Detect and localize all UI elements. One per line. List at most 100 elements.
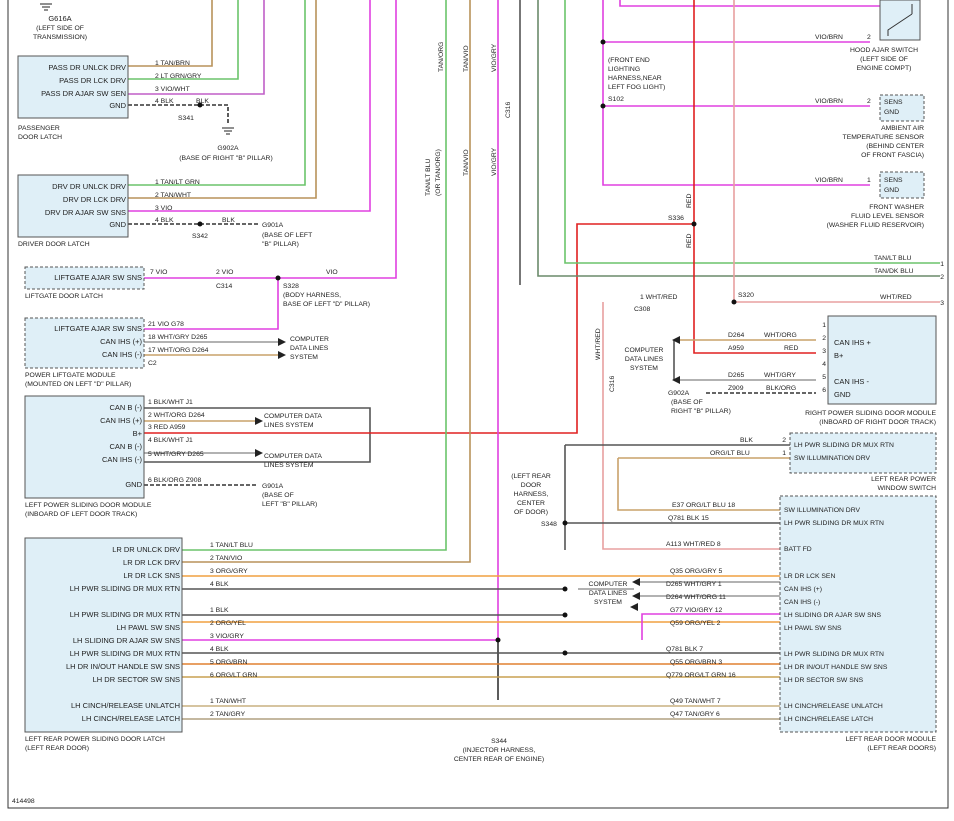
- component-title: (LEFT REAR DOORS): [867, 745, 936, 752]
- connector-label: C2: [148, 360, 157, 367]
- ground-icon: [40, 3, 234, 135]
- wire-vio-g78: [144, 278, 279, 330]
- power-liftgate-module: [24, 317, 145, 369]
- harness-label: DOOR: [521, 482, 541, 489]
- system-label: SYSTEM: [594, 599, 622, 606]
- wire-can-l: [634, 581, 780, 597]
- wire-label: Q59 ORG/YEL 2: [670, 620, 721, 627]
- system-label: DATA LINES: [625, 356, 664, 363]
- wire-label: 1 TAN/LT BLU: [210, 542, 253, 549]
- wire-tan-ltgrn: [128, 0, 306, 186]
- pin-label: CAN IHS (-): [784, 599, 820, 606]
- pin-label: LH CINCH/RELEASE LATCH: [784, 716, 873, 723]
- left-power-sliding-door-module: [24, 395, 145, 499]
- ground-label: G901A: [262, 483, 284, 490]
- wire-label: 6 BLK/ORG Z908: [148, 477, 201, 484]
- harness-label: LEFT FOG LIGHT): [608, 84, 665, 91]
- wire-label: WHT/GRY: [764, 372, 796, 379]
- wire-label: 1 TAN/BRN: [155, 60, 190, 67]
- pin-label: 1: [867, 177, 871, 184]
- wire-ltgrn-gry: [128, 0, 239, 80]
- pin-label: LH PAWL SW SNS: [117, 623, 180, 632]
- wire-label: VIO/GRY: [491, 147, 498, 176]
- component-title: HOOD AJAR SWITCH: [850, 47, 918, 54]
- wire-label: WHT/RED: [880, 294, 912, 301]
- ambient-air-temperature-sensor: [879, 94, 925, 122]
- pin-label: 2: [867, 34, 871, 41]
- wire-label: 2 TAN/GRY: [210, 711, 246, 718]
- ground-loc: LEFT "B" PILLAR): [262, 501, 317, 508]
- wire-label: 4 BLK: [155, 217, 174, 224]
- system-label: DATA LINES: [589, 590, 628, 597]
- pin-label: 1: [822, 322, 826, 329]
- pin-label: LIFTGATE AJAR SW SNS: [54, 273, 142, 282]
- wire-label: WHT/RED: [595, 328, 602, 360]
- pin-label: LH PWR SLIDING DR MUX RTN: [70, 584, 180, 593]
- wire-label: Q49 TAN/WHT 7: [670, 698, 721, 705]
- wire-label: 5 WHT/GRY D265: [148, 451, 204, 458]
- pin-label: SW ILLUMINATION DRV: [794, 455, 870, 462]
- component-title: FRONT WASHER: [869, 204, 924, 211]
- wire-label: 4 BLK/WHT J1: [148, 437, 193, 444]
- pin-label: 2: [867, 98, 871, 105]
- ground-loc: RIGHT "B" PILLAR): [671, 408, 731, 415]
- component-title: (LEFT REAR DOOR): [25, 745, 89, 752]
- wire-label: (OR TAN/ORG): [435, 149, 442, 196]
- wire-label: TAN/VIO: [463, 149, 470, 176]
- pin-label: LH DR SECTOR SW SNS: [93, 675, 180, 684]
- wire-label: TAN/VIO: [463, 45, 470, 72]
- left-rear-door-module: [779, 495, 937, 733]
- system-label: DATA LINES: [290, 345, 329, 352]
- ground-label: G902A: [217, 145, 239, 152]
- pin-label: LR DR LCK DRV: [123, 558, 180, 567]
- pin-label: GND: [884, 109, 899, 116]
- pin-label: CAN B (-): [110, 403, 143, 412]
- wire-label: VIO: [326, 269, 338, 276]
- pin-label: LH DR SECTOR SW SNS: [784, 677, 864, 684]
- pin-label: PASS DR LCK DRV: [59, 76, 126, 85]
- splice-loc: CENTER REAR OF ENGINE): [454, 756, 544, 763]
- wire-label: E37 ORG/LT BLU 18: [672, 502, 735, 509]
- splice-label: S320: [738, 292, 754, 299]
- component-title: (WASHER FLUID RESERVOIR): [827, 222, 924, 229]
- wire-label: Q781 BLK 15: [668, 515, 709, 522]
- component-title: LEFT REAR DOOR MODULE: [845, 736, 936, 743]
- pin-label: LH CINCH/RELEASE UNLATCH: [784, 703, 883, 710]
- connector-label: C316: [505, 102, 512, 118]
- ground-loc: (BASE OF RIGHT "B" PILLAR): [179, 155, 272, 162]
- pin-label: LH PWR SLIDING DR MUX RTN: [784, 520, 884, 527]
- pin-label: BATT FD: [784, 546, 812, 553]
- component-title: POWER LIFTGATE MODULE: [25, 372, 116, 379]
- component-title: AMBIENT AIR: [881, 125, 924, 132]
- wire-label: BLK/ORG: [766, 385, 796, 392]
- harness-label: HARNESS,: [514, 491, 549, 498]
- wire-wht-red-a113: [602, 302, 780, 550]
- wire-label: Q47 TAN/GRY 6: [670, 711, 720, 718]
- left-rear-power-sliding-door-latch: [24, 537, 183, 733]
- system-label: LINES SYSTEM: [264, 462, 314, 469]
- pin-label: GND: [125, 480, 142, 489]
- component-title: DOOR LATCH: [18, 134, 62, 141]
- pin-label: PASS DR AJAR SW SEN: [41, 89, 126, 98]
- splice-label: S342: [192, 233, 208, 240]
- wire-vio-drv: [128, 0, 371, 212]
- pin-label: CAN IHS (+): [100, 416, 142, 425]
- component-title: ENGINE COMPT): [857, 65, 912, 72]
- wire-red-s336: [693, 0, 816, 354]
- switch-icon: [887, 4, 913, 36]
- wire-label: 3 VIO/GRY: [210, 633, 244, 640]
- latch-pin-labels: LR DR UNLCK DRV LR DR LCK DRV LR DR LCK …: [66, 545, 180, 723]
- pin-label: LH CINCH/RELEASE UNLATCH: [71, 701, 180, 710]
- wire-red-a959: [144, 223, 694, 434]
- component-title: LEFT POWER SLIDING DOOR MODULE: [25, 502, 152, 509]
- harness-label: OF DOOR): [514, 509, 548, 516]
- wire-label: G77 VIO/GRY 12: [670, 607, 722, 614]
- wire-tan-ltblu-r: [564, 0, 940, 264]
- wire-blk-g902a: [128, 104, 229, 125]
- component-title: WINDOW SWITCH: [877, 485, 936, 492]
- wire-label: D265 WHT/GRY 1: [666, 581, 722, 588]
- splice-label: S328: [283, 283, 299, 290]
- arrow-icon: [255, 336, 680, 611]
